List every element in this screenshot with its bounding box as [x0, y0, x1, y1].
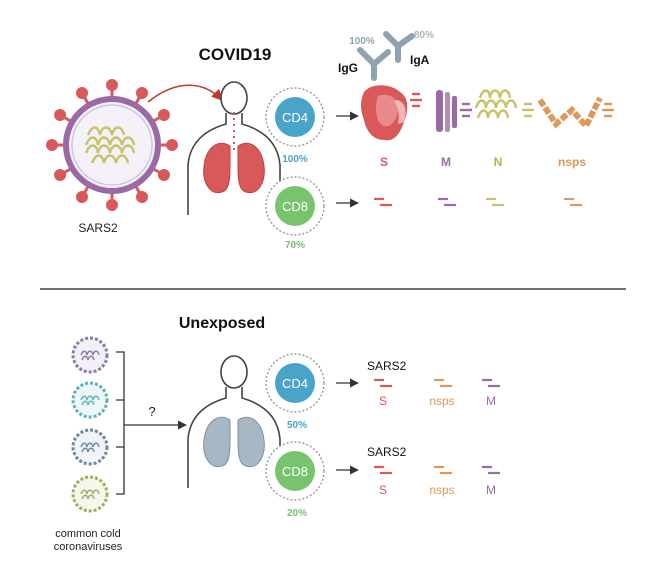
common-cold-virus-icon	[71, 336, 109, 374]
cd4-unexposed-protein-m: M	[486, 394, 496, 408]
virus-spike-head	[166, 139, 178, 151]
iga-percent: 80%	[414, 30, 434, 41]
common-cold-viruses-group	[71, 336, 109, 513]
cd8-unexposed-epitopes	[374, 465, 500, 475]
infection-arrow	[147, 84, 223, 103]
virus-spike-head	[76, 87, 88, 100]
common-cold-virus-icon	[71, 428, 109, 466]
common-cold-virus-icon	[71, 475, 109, 513]
virus-spike-head	[54, 169, 67, 181]
iga-label: IgA	[410, 53, 430, 67]
common-cold-virus-icon	[71, 381, 109, 419]
cd4-tcell-covid: CD4	[265, 87, 325, 147]
igg-label: IgG	[338, 61, 358, 75]
cd8-unexposed-protein-s: S	[379, 483, 387, 497]
unexposed-section-title: Unexposed	[179, 315, 265, 332]
cd4-covid-label: CD4	[282, 110, 308, 125]
spike-protein-icon	[361, 85, 422, 141]
virus-spike-head	[136, 87, 148, 100]
virus-spike-head	[157, 169, 170, 181]
common-cold-label-line2: coronaviruses	[54, 541, 123, 553]
cd8-covid-percent: 70%	[285, 240, 305, 251]
lungs-unexposed-icon	[203, 416, 265, 468]
cd4-covid-percent: 100%	[282, 154, 308, 165]
cd8-unexposed-label: CD8	[282, 464, 308, 479]
cd4-unexposed-protein-nsps: nsps	[429, 394, 454, 408]
sars2-virus-icon	[46, 79, 178, 211]
virus-spike-head	[106, 79, 118, 91]
nucleocapsid-protein-icon	[474, 89, 534, 119]
viruses-bracket	[116, 351, 136, 495]
covid-protein-label-s: S	[380, 155, 388, 169]
membrane-protein-icon	[436, 90, 472, 132]
sars2-virus-label: SARS2	[78, 221, 118, 235]
cd4-unexposed-epitopes	[374, 378, 500, 388]
cd4-unexposed-percent: 50%	[287, 420, 307, 431]
virus-spike-head	[106, 199, 118, 211]
iga-antibody-icon	[383, 31, 415, 63]
common-cold-label-line1: common cold	[55, 528, 120, 540]
cd4-unexposed-protein-s: S	[379, 394, 387, 408]
igg-antibody-icon	[357, 47, 391, 81]
cd8-unexposed-target: SARS2	[367, 445, 407, 459]
virus-spike-head	[136, 190, 148, 203]
covid-protein-label-nsps: nsps	[558, 155, 586, 169]
cd4-unexposed-target: SARS2	[367, 359, 407, 373]
virus-spike-head	[54, 109, 67, 121]
virus-spike-head	[157, 109, 170, 121]
virus-spike-head	[46, 139, 58, 151]
cd8-tcell-unexposed: CD8	[265, 441, 325, 501]
cd8-tcell-covid: CD8	[265, 176, 325, 236]
covid-protein-label-m: M	[441, 155, 451, 169]
covid-section-title: COVID19	[199, 45, 272, 64]
cd4-unexposed-label: CD4	[282, 376, 308, 391]
human-body-covid-icon	[187, 81, 281, 215]
nsps-protein-icon	[537, 96, 614, 132]
cd8-unexposed-protein-m: M	[486, 483, 496, 497]
covid-protein-label-n: N	[494, 155, 503, 169]
cd8-unexposed-protein-nsps: nsps	[429, 483, 454, 497]
virus-spike-head	[76, 190, 88, 203]
human-body-unexposed-icon	[187, 355, 281, 488]
cd8-covid-label: CD8	[282, 199, 308, 214]
cd8-covid-epitopes	[374, 197, 582, 207]
lungs-covid-icon	[203, 142, 265, 194]
cd8-unexposed-percent: 20%	[287, 508, 307, 519]
question-mark: ?	[148, 404, 155, 419]
cd4-tcell-unexposed: CD4	[265, 353, 325, 413]
igg-percent: 100%	[349, 36, 375, 47]
